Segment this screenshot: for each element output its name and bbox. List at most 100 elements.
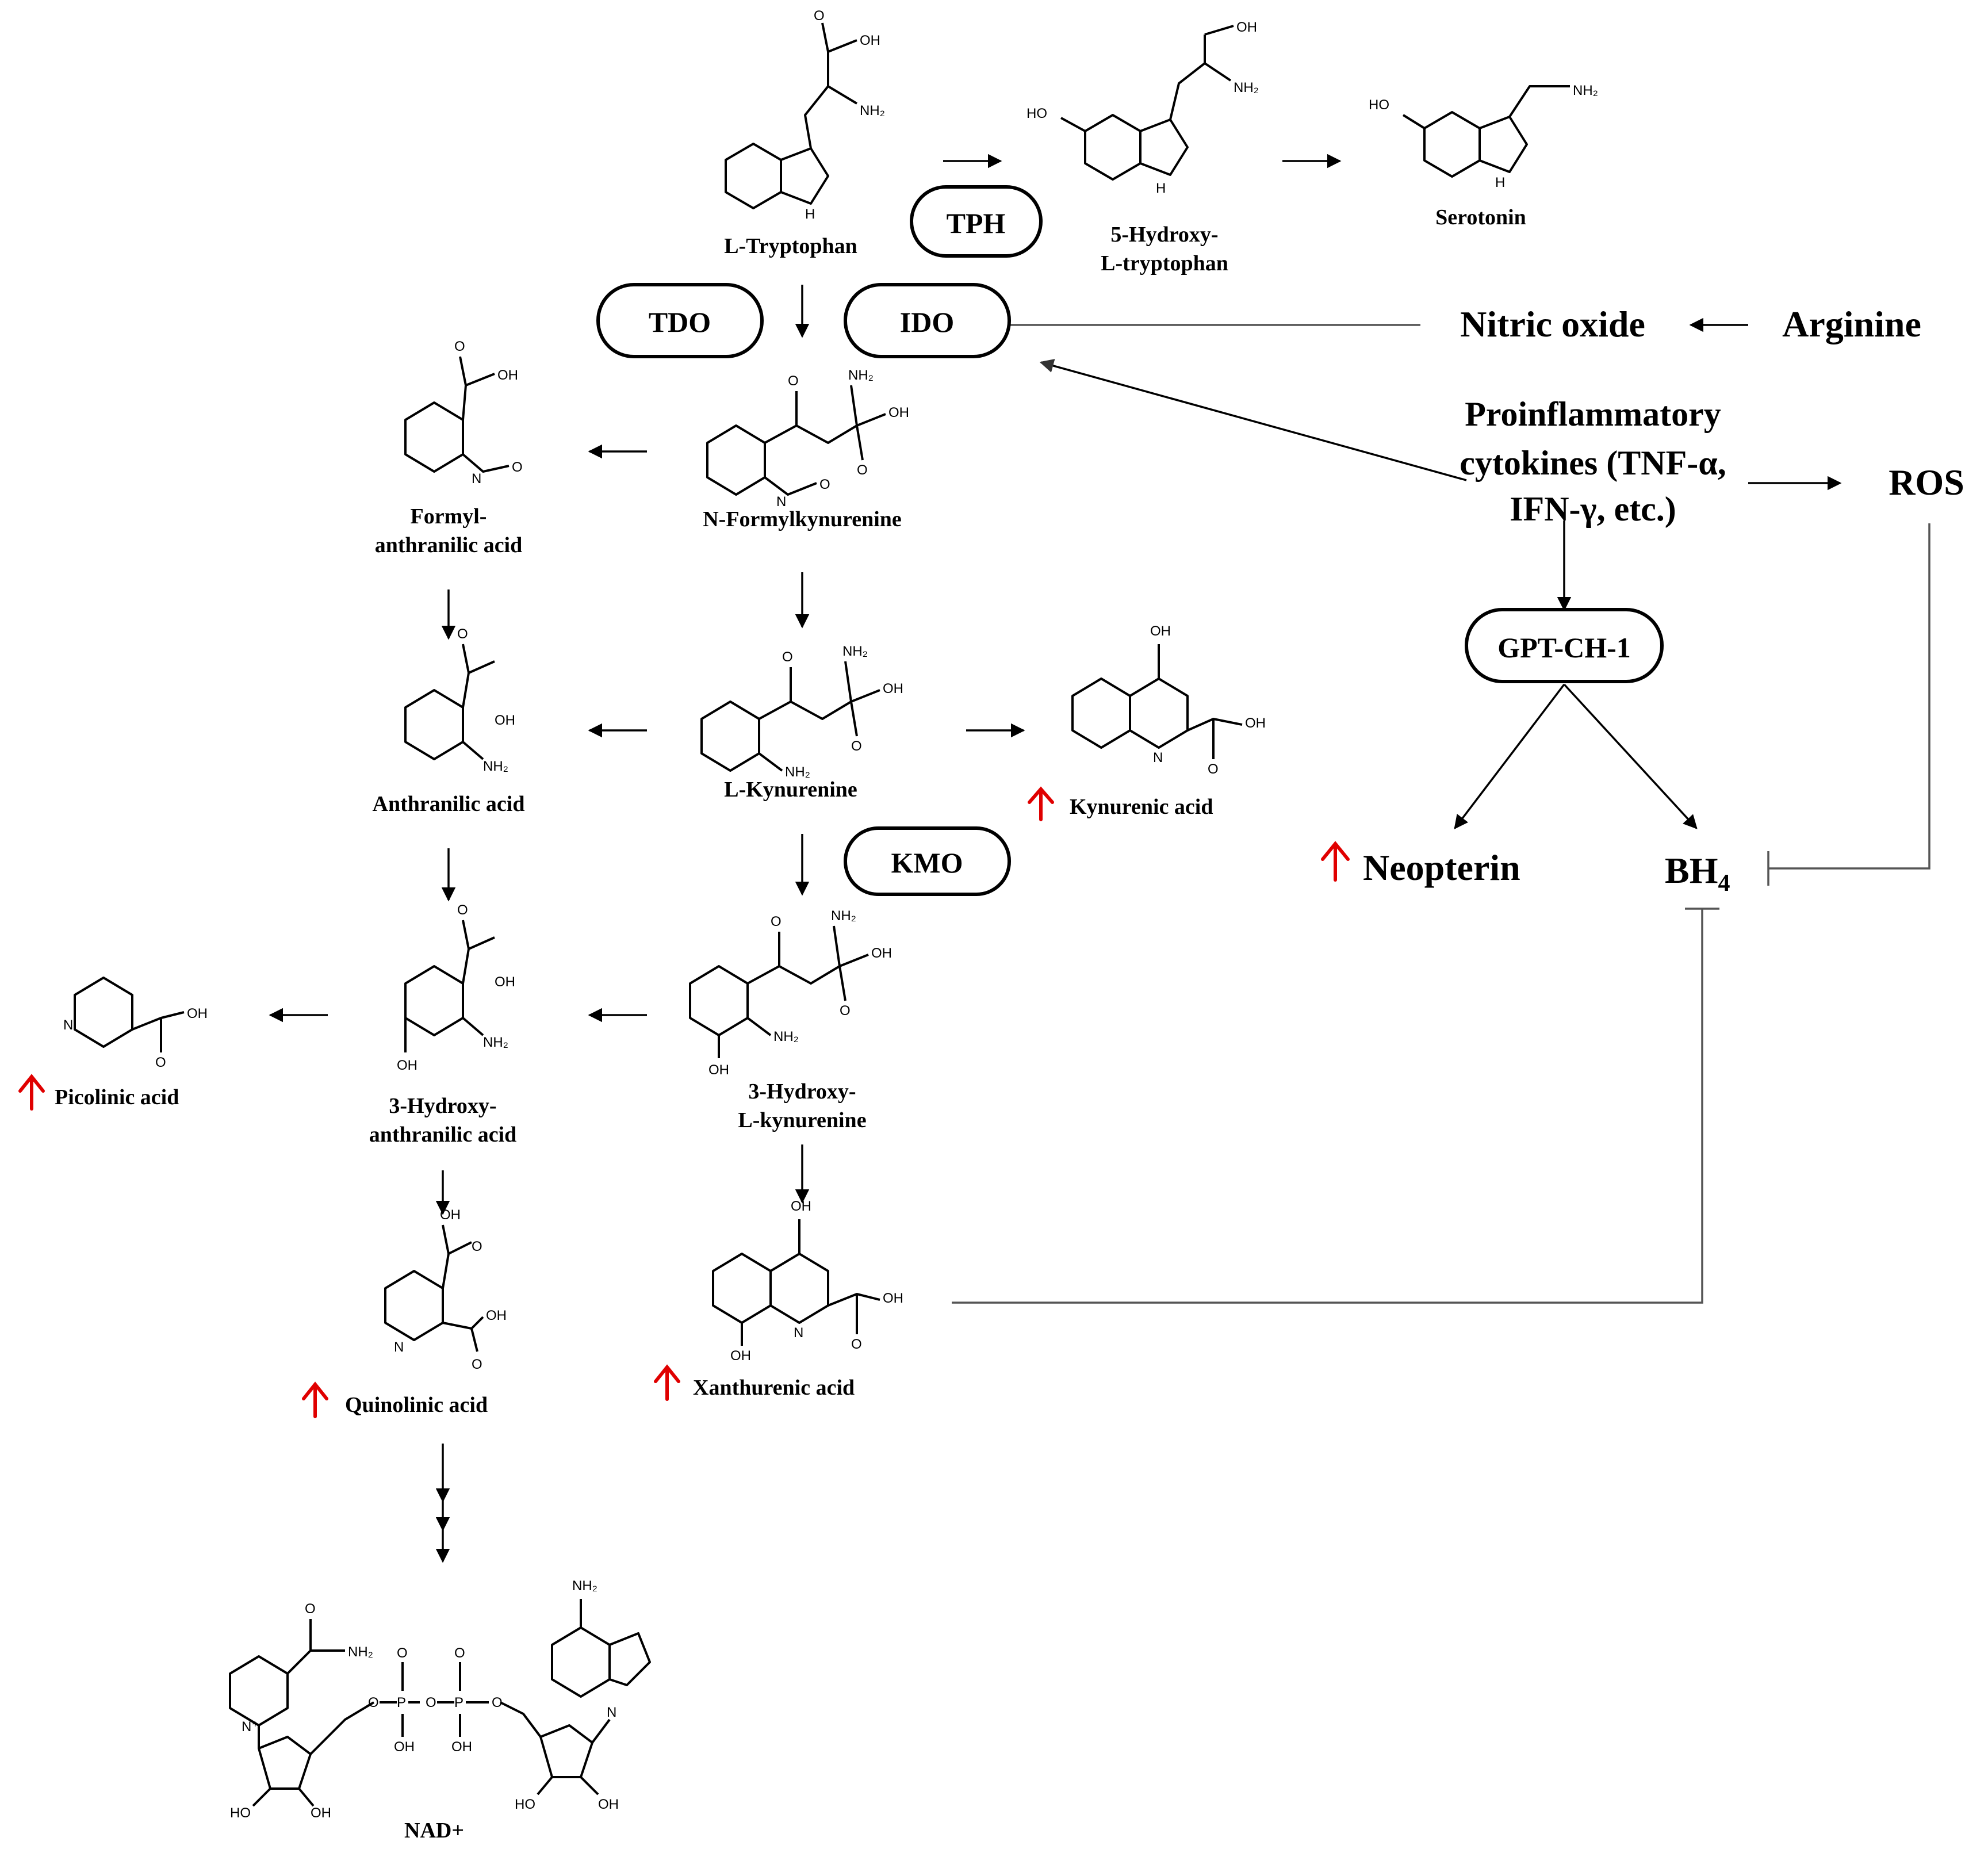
atom-o: O — [368, 1695, 379, 1710]
arrow-gptch1-to-bh4 — [1563, 683, 1698, 829]
label-picolinic: Picolinic acid — [55, 1085, 179, 1109]
enzyme-label: IDO — [900, 306, 954, 338]
increase-arrow-neopterin — [1321, 841, 1350, 882]
increase-arrow-quinolinic — [302, 1381, 328, 1418]
inhibit-xanthurenic-to-bh4 — [952, 909, 1703, 1304]
serotonin-structure: NH₂ HO H — [1369, 83, 1598, 190]
label-ros: ROS — [1889, 462, 1964, 503]
atom-oh: OH — [394, 1739, 415, 1755]
atom-ho: HO — [230, 1805, 251, 1821]
increase-arrow-xanthurenic — [654, 1364, 680, 1401]
atom-oh: OH — [311, 1805, 331, 1821]
label-xanthurenic: Xanthurenic acid — [693, 1376, 855, 1400]
atom-o: O — [857, 462, 868, 478]
arrow-gptch1-to-neopterin — [1454, 683, 1565, 829]
label-cytokines-line3: IFN-γ, etc.) — [1510, 490, 1676, 528]
atom-o: O — [454, 339, 465, 354]
enzyme-label: KMO — [891, 847, 963, 879]
atom-n: N — [63, 1017, 73, 1033]
kynurenine-structure: O NH₂ OH O NH₂ — [700, 644, 903, 780]
atom-h: H — [805, 206, 815, 222]
label-kynurenine: L-Kynurenine — [724, 778, 857, 802]
label-cytokines-line2: cytokines (TNF-α, — [1460, 444, 1726, 482]
atom-o: O — [426, 1695, 436, 1710]
label-hydroxytryptophan-line1: 5-Hydroxy- — [1110, 223, 1218, 247]
atom-o: O — [454, 1645, 465, 1661]
quinolinic-structure: OH O OH O N — [384, 1207, 507, 1372]
atom-oh: OH — [495, 974, 515, 990]
label-nitric-oxide: Nitric oxide — [1460, 304, 1645, 344]
hydroxytryptophan-structure: OH NH₂ HO H — [1026, 20, 1259, 196]
atom-oh: OH — [1236, 20, 1257, 35]
atom-o: O — [155, 1055, 166, 1070]
anthranilic-structure: OH O NH₂ — [404, 626, 515, 774]
atom-nh2: NH₂ — [848, 367, 874, 383]
label-nad: NAD+ — [404, 1819, 464, 1843]
atom-oh: OH — [486, 1308, 507, 1323]
atom-o: O — [457, 902, 468, 918]
atom-n: N — [794, 1325, 803, 1341]
label-hydroxyanthranilic-line2: anthranilic acid — [369, 1123, 517, 1147]
atom-nh2: NH₂ — [860, 103, 885, 118]
atom-oh: OH — [1245, 715, 1266, 731]
atom-oh: OH — [397, 1058, 417, 1073]
atom-oh: OH — [888, 405, 909, 420]
atom-n: N — [607, 1705, 616, 1720]
atom-o: O — [397, 1645, 408, 1661]
tryptophan-structure: OH O NH₂ H — [725, 8, 885, 222]
atom-nh2: NH₂ — [842, 644, 868, 659]
enzyme-label: GPT-CH-1 — [1497, 631, 1631, 664]
atom-o: O — [305, 1601, 316, 1617]
atom-oh: OH — [187, 1006, 208, 1021]
atom-oh: OH — [860, 33, 880, 48]
atom-nh2: NH₂ — [773, 1029, 799, 1044]
atom-o: O — [771, 914, 782, 929]
bh4-subscript: 4 — [1718, 870, 1730, 897]
enzyme-tdo: TDO — [596, 283, 764, 358]
regulation-lines — [952, 308, 1930, 1304]
atom-nh2: NH₂ — [483, 759, 508, 774]
nad-structure: NH₂ NH₂ O N⁺ HO OH O P O P O O O OH OH H… — [229, 1578, 651, 1821]
atom-o: O — [472, 1239, 482, 1254]
atom-o: O — [492, 1695, 503, 1710]
atom-p: P — [397, 1695, 406, 1710]
label-formylanthranilic-line1: Formyl- — [411, 504, 487, 529]
atom-nh2: NH₂ — [831, 908, 856, 924]
label-serotonin: Serotonin — [1435, 205, 1526, 229]
atom-ho: HO — [515, 1797, 535, 1812]
atom-oh: OH — [598, 1797, 619, 1812]
atom-oh: OH — [730, 1348, 751, 1364]
label-formylanthranilic-line2: anthranilic acid — [375, 533, 523, 557]
label-arginine: Arginine — [1782, 304, 1921, 344]
atom-h: H — [1495, 175, 1505, 190]
atom-ho: HO — [1369, 97, 1389, 113]
atom-oh: OH — [451, 1739, 472, 1755]
label-tryptophan: L-Tryptophan — [724, 234, 857, 258]
bh4-main: BH — [1665, 850, 1718, 891]
hydroxyanthranilic-structure: OH O NH₂ OH — [397, 902, 515, 1073]
atom-oh: OH — [791, 1199, 811, 1214]
picolinic-structure: OH O N — [63, 977, 208, 1070]
formylkynurenine-structure: O NH₂ OH O N O — [706, 367, 909, 510]
enzyme-tph: TPH — [910, 185, 1043, 258]
pathway-arrows — [269, 154, 1342, 1563]
atom-o: O — [457, 626, 468, 642]
atom-o: O — [472, 1357, 482, 1372]
formylanthranilic-structure: OH O N O — [404, 339, 523, 487]
atom-nh: N — [776, 494, 786, 510]
atom-nh2: NH₂ — [1234, 80, 1259, 95]
label-cytokines-line1: Proinflammatory — [1465, 395, 1721, 433]
atom-n: N — [1153, 750, 1163, 765]
atom-o: O — [1208, 761, 1219, 777]
enzyme-label: TPH — [947, 207, 1006, 239]
atom-o: O — [512, 460, 523, 475]
atom-nplus: N⁺ — [242, 1719, 259, 1735]
label-kynurenic: Kynurenic acid — [1070, 795, 1213, 819]
label-bh4: BH4 — [1665, 850, 1730, 897]
label-hydroxytryptophan-line2: L-tryptophan — [1101, 251, 1228, 275]
atom-oh: OH — [871, 945, 892, 961]
label-quinolinic: Quinolinic acid — [345, 1393, 488, 1417]
atom-nh2: NH₂ — [1573, 83, 1598, 98]
enzyme-ido: IDO — [844, 283, 1011, 358]
